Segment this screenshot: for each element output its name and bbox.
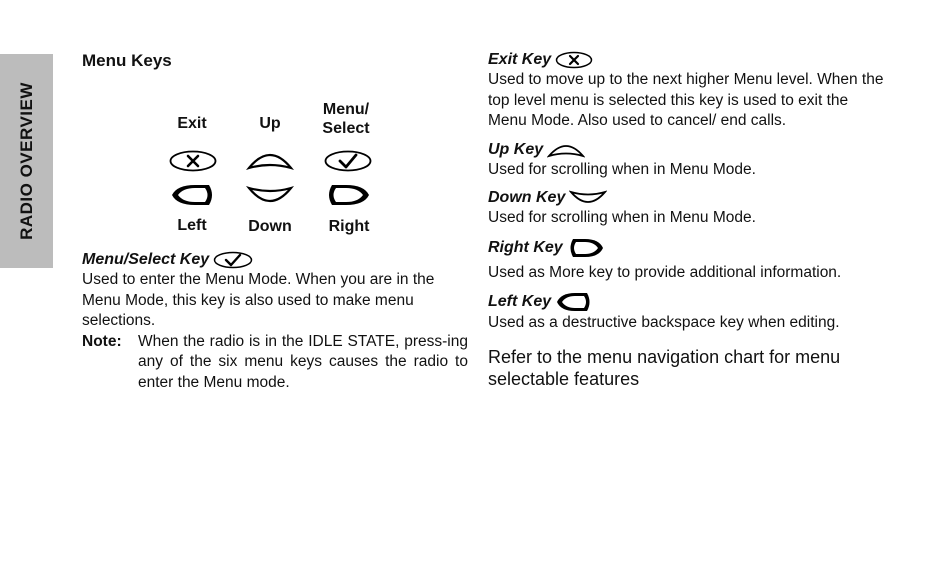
- right-arrow-icon: [329, 185, 369, 205]
- left-key-section: Left Key Used as a destructive backspace…: [488, 291, 888, 334]
- exit-key-text: Used to move up to the next higher Menu …: [488, 71, 884, 129]
- down-key-section: Down Key Used for scrolling when in Menu…: [488, 188, 888, 229]
- note-label: Note:: [82, 332, 122, 350]
- up-key-text: Used for scrolling when in Menu Mode.: [488, 160, 756, 178]
- label-exit: Exit: [177, 115, 207, 132]
- menu-select-heading-text: Menu/Select Key: [82, 251, 210, 268]
- menu-select-key[interactable]: [324, 150, 372, 172]
- side-tab: RADIO OVERVIEW: [0, 54, 53, 268]
- keypad-diagram: Exit Up Menu/ Select: [82, 74, 468, 244]
- menu-keys-title: Menu Keys: [82, 51, 172, 70]
- menu-select-section: Menu/Select Key Used to enter the Menu M…: [82, 250, 468, 393]
- left-column: Menu Keys Exit Up Menu/ Select: [82, 50, 468, 401]
- left-arrow-icon: [172, 185, 212, 205]
- left-arrow-icon: [557, 293, 590, 311]
- exit-key-heading-text: Exit Key: [488, 51, 552, 68]
- down-key-heading-text: Down Key: [488, 189, 566, 206]
- exit-key[interactable]: [169, 150, 217, 172]
- up-key-heading: Up Key: [488, 140, 888, 160]
- left-key-heading: Left Key: [488, 291, 888, 313]
- left-key[interactable]: [169, 182, 217, 208]
- down-key-heading: Down Key: [488, 188, 888, 208]
- exit-key-heading: Exit Key: [488, 50, 888, 70]
- exit-key-section: Exit Key Used to move up to the next hig…: [488, 50, 888, 132]
- menu-select-text: Used to enter the Menu Mode. When you ar…: [82, 271, 435, 329]
- left-key-text: Used as a destructive backspace key when…: [488, 314, 840, 331]
- check-icon: [213, 251, 253, 269]
- right-key-section: Right Key Used as More key to provide ad…: [488, 237, 888, 284]
- exit-x-icon: [555, 51, 593, 69]
- up-key-heading-text: Up Key: [488, 140, 544, 158]
- down-arc-icon: [246, 185, 294, 203]
- right-arrow-icon: [570, 238, 603, 257]
- label-up: Up: [259, 115, 281, 132]
- right-key-heading: Right Key: [488, 237, 888, 259]
- up-key-section: Up Key Used for scrolling when in Menu M…: [488, 140, 888, 181]
- label-right: Right: [328, 218, 370, 235]
- exit-x-icon: [169, 150, 217, 172]
- right-column: Exit Key Used to move up to the next hig…: [488, 50, 888, 390]
- right-key-text: Used as More key to provide additional i…: [488, 263, 842, 281]
- note: Note: When the radio is in the IDLE STAT…: [82, 332, 468, 394]
- up-key[interactable]: [246, 148, 294, 174]
- down-arc-icon: [569, 190, 608, 203]
- down-key-text: Used for scrolling when in Menu Mode.: [488, 209, 756, 226]
- note-text: When the radio is in the IDLE STATE, pre…: [138, 332, 468, 391]
- check-icon: [324, 150, 372, 172]
- right-key[interactable]: [324, 182, 372, 208]
- up-arc-icon: [246, 153, 294, 171]
- label-left: Left: [177, 217, 207, 234]
- label-menu-select: Menu/ Select: [322, 101, 370, 137]
- left-key-heading-text: Left Key: [488, 293, 552, 310]
- refer-text: Refer to the menu navigation chart for m…: [488, 346, 841, 389]
- right-key-heading-text: Right Key: [488, 238, 563, 256]
- label-down: Down: [248, 218, 292, 235]
- side-tab-label: RADIO OVERVIEW: [16, 82, 36, 240]
- down-key[interactable]: [246, 182, 294, 208]
- menu-select-heading: Menu/Select Key: [82, 250, 468, 270]
- up-arc-icon: [547, 144, 586, 158]
